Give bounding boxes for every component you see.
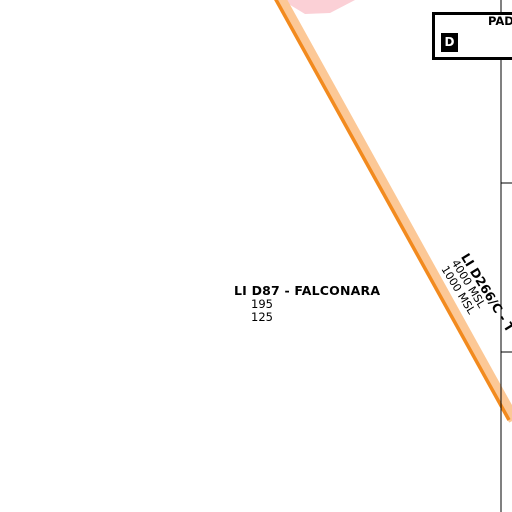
falconara-upper-limit: 195 <box>251 297 273 311</box>
airspace-boundary-line <box>274 0 511 421</box>
falconara-lower-limit: 125 <box>251 310 273 324</box>
panel-letter: D <box>441 33 458 52</box>
falconara-zone-name: LI D87 - FALCONARA <box>234 283 381 298</box>
panel-title: PAD <box>488 14 512 28</box>
restricted-area-fill <box>282 0 355 14</box>
airspace-boundary-buffer <box>275 0 512 423</box>
